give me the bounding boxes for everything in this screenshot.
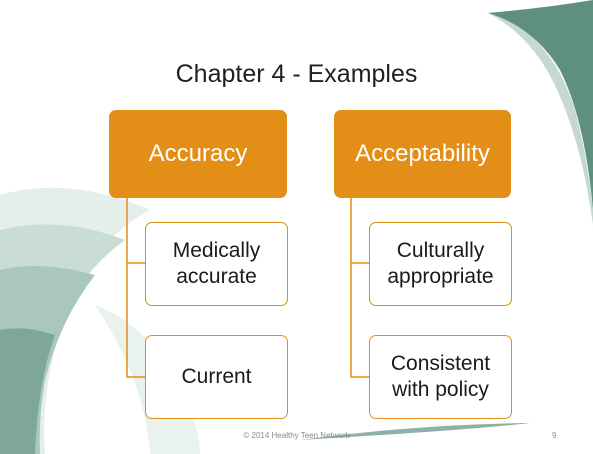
child-label: Current	[181, 364, 252, 388]
bottom-left-swirl-dark	[0, 328, 55, 454]
footer-copyright: © 2014 Healthy Teen Network	[243, 431, 350, 440]
top-right-swoosh	[488, 0, 593, 210]
child-box-consistent-with-policy: Consistent with policy	[369, 335, 512, 419]
child-label: Consistent with policy	[390, 351, 491, 401]
child-label: Culturally appropriate	[387, 238, 494, 288]
connector-accuracy	[126, 198, 145, 378]
connector-acceptability	[350, 198, 369, 378]
slide-title: Chapter 4 - Examples	[175, 60, 418, 88]
group-box-accuracy: Accuracy	[109, 110, 287, 198]
group-label: Acceptability	[355, 140, 490, 167]
page-number: 9	[552, 431, 557, 440]
group-label: Accuracy	[148, 140, 248, 167]
child-box-current: Current	[145, 335, 288, 419]
group-box-acceptability: Acceptability	[334, 110, 511, 198]
child-box-culturally-appropriate: Culturally appropriate	[369, 222, 512, 306]
top-right-swoosh-edge	[488, 13, 593, 225]
child-box-medically-accurate: Medically accurate	[145, 222, 288, 306]
child-label: Medically accurate	[172, 238, 261, 288]
bottom-sweep-line	[300, 423, 530, 440]
